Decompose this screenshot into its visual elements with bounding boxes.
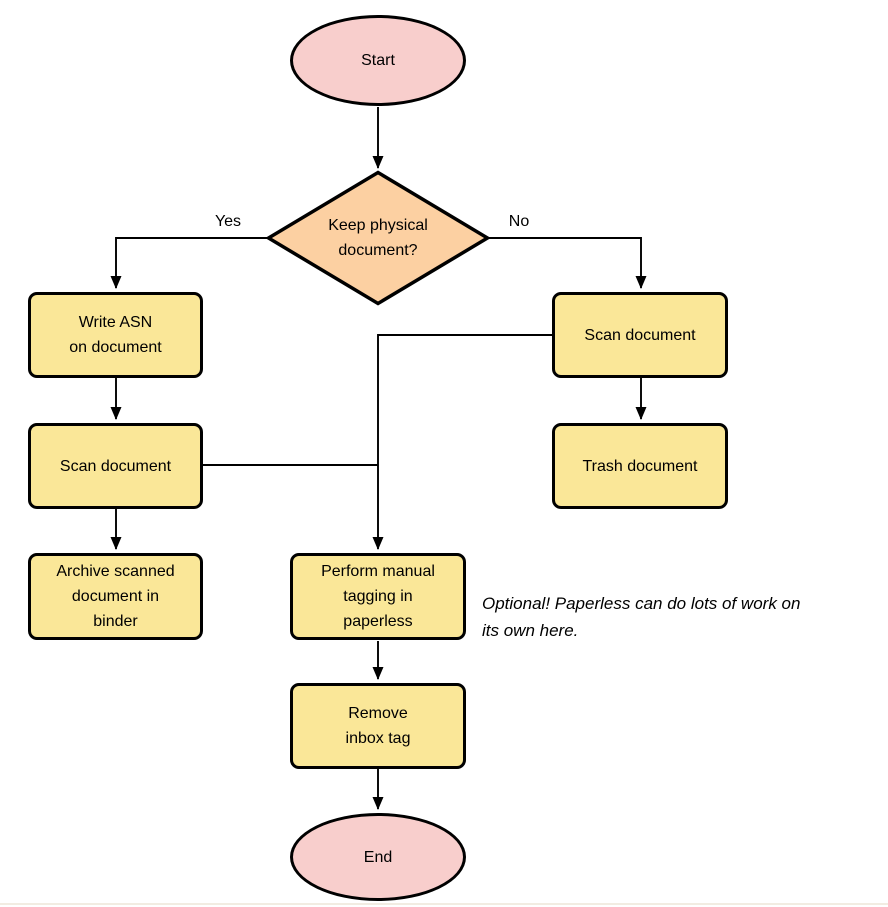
node-end-label: End [363, 848, 393, 866]
node-scan-document-left-label: Scan document [59, 457, 172, 475]
node-trash-document: Trash document [552, 423, 728, 509]
node-manual-tagging: Perform manual tagging in paperless [290, 553, 466, 640]
node-start: Start [290, 15, 466, 106]
edge-label-yes-text: Yes [214, 213, 242, 230]
node-remove-inbox-tag: Remove inbox tag [290, 683, 466, 769]
node-scan-document-left: Scan document [28, 423, 203, 509]
diamond-shape [266, 170, 490, 306]
edge-label-yes: Yes [205, 212, 251, 231]
edge-label-no: No [496, 212, 542, 231]
node-write-asn: Write ASN on document [28, 292, 203, 378]
node-decision-label: Keep physical document? [328, 217, 428, 259]
node-archive-binder-label: Archive scanned document in binder [56, 563, 175, 630]
node-write-asn-label: Write ASN on document [69, 314, 162, 356]
connector-scanright-to-tagging [372, 334, 552, 550]
optional-note: Optional! Paperless can do lots of work … [482, 594, 801, 640]
node-archive-binder: Archive scanned document in binder [28, 553, 203, 640]
connector-decision-yes [110, 237, 267, 289]
node-manual-tagging-label: Perform manual tagging in paperless [321, 563, 435, 630]
bottom-divider [0, 903, 888, 905]
node-trash-document-label: Trash document [582, 457, 698, 475]
edge-label-no-text: No [508, 213, 530, 230]
connector-decision-no [489, 237, 647, 289]
node-start-label: Start [361, 52, 395, 69]
node-end: End [290, 813, 466, 901]
node-decision: Keep physical document? [266, 170, 490, 306]
node-scan-document-right: Scan document [552, 292, 728, 378]
node-remove-inbox-tag-label: Remove inbox tag [345, 705, 411, 747]
node-scan-document-right-label: Scan document [584, 326, 696, 344]
